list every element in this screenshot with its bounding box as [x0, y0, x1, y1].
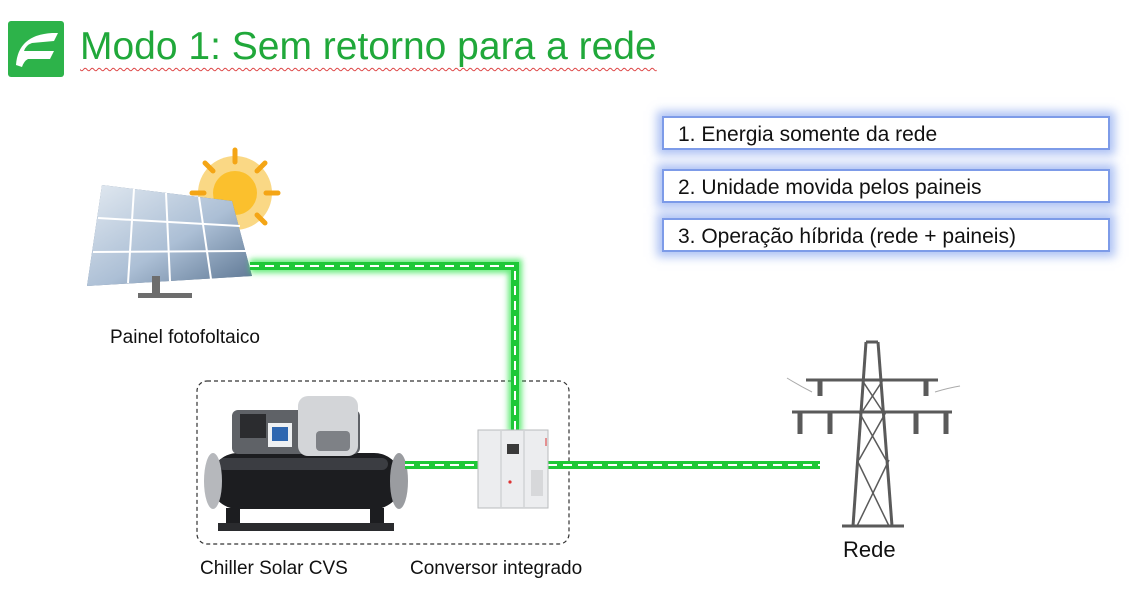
- option-grid-only: 1. Energia somente da rede: [662, 116, 1110, 150]
- option-hybrid: 3. Operação híbrida (rede + paineis): [662, 218, 1110, 252]
- option-grid-only-label: 1. Energia somente da rede: [678, 123, 938, 146]
- company-logo-icon: [8, 21, 64, 77]
- converter-label: Conversor integrado: [410, 558, 583, 579]
- chiller-unit-icon: [204, 396, 408, 531]
- converter-cabinet-icon: [477, 429, 549, 509]
- transmission-tower-icon: [786, 340, 961, 528]
- power-lines: [250, 259, 820, 472]
- option-panels-only: 2. Unidade movida pelos paineis: [662, 169, 1110, 203]
- page-title: Modo 1: Sem retorno para a rede: [80, 25, 657, 68]
- chiller-label: Chiller Solar CVS: [200, 558, 348, 579]
- grid-label: Rede: [843, 537, 896, 562]
- system-enclosure: [196, 380, 570, 545]
- option-panels-only-label: 2. Unidade movida pelos paineis: [678, 176, 982, 199]
- option-hybrid-label: 3. Operação híbrida (rede + paineis): [678, 225, 1016, 248]
- solar-panel-icon: [87, 185, 252, 298]
- panel-label: Painel fotofoltaico: [110, 327, 260, 348]
